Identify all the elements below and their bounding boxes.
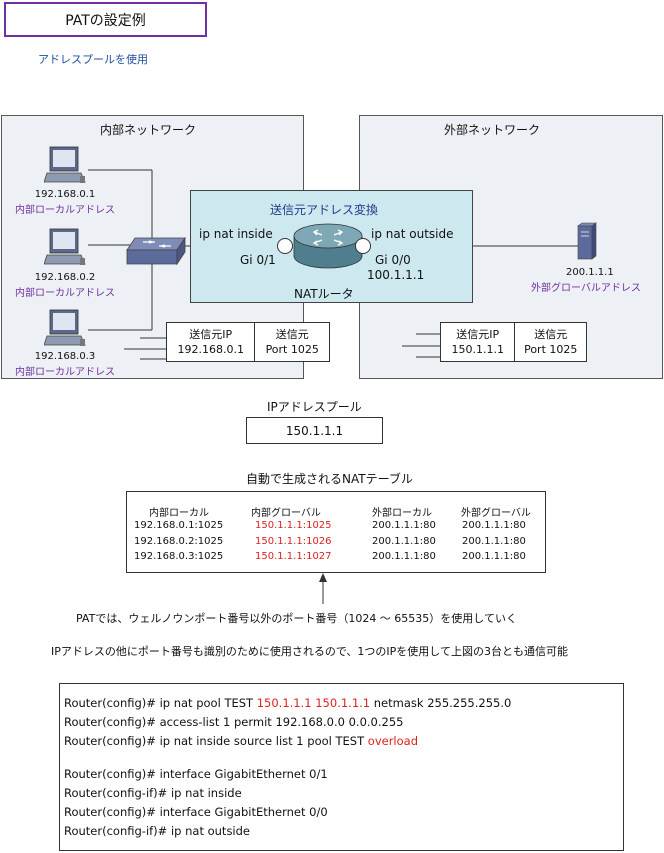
nat-table-cell: 150.1.1.1:1027 — [255, 551, 332, 562]
nat-table: 内部ローカル 内部グローバル 外部ローカル 外部グローバル 192.168.0.… — [126, 491, 546, 573]
pc1-desc: 内部ローカルアドレス — [15, 205, 115, 216]
nat-table-cell: 200.1.1.1:80 — [372, 536, 436, 547]
nat-table-cell: 200.1.1.1:80 — [462, 536, 526, 547]
packet-outside-h1: 送信元IP — [456, 328, 500, 341]
nat-table-cell: 192.168.0.2:1025 — [134, 536, 224, 547]
packet-inside-h2: 送信元 — [275, 328, 309, 341]
router-icon — [293, 223, 363, 269]
packet-outside-port-cell: 送信元 Port 1025 — [515, 323, 586, 361]
nat-table-header: 内部グローバル — [251, 508, 321, 519]
diagram-title: PATの設定例 — [4, 2, 207, 37]
nat-table-cell: 192.168.0.1:1025 — [134, 520, 224, 531]
pc-icon — [44, 146, 86, 183]
nat-table-cell: 192.168.0.3:1025 — [134, 551, 224, 562]
pc3-ip: 192.168.0.3 — [34, 351, 96, 362]
nat-table-cell: 200.1.1.1:80 — [372, 520, 436, 531]
outside-network-label: 外部ネットワーク — [444, 123, 541, 137]
packet-outside: 送信元IP 150.1.1.1 送信元 Port 1025 — [440, 322, 587, 362]
nat-table-cell: 150.1.1.1:1025 — [255, 520, 332, 531]
pc2-ip: 192.168.0.2 — [34, 272, 96, 283]
pc-icon — [44, 309, 86, 346]
interface-outside-icon — [355, 238, 371, 254]
config-line-1: Router(config)# ip nat pool TEST 150.1.1… — [64, 696, 511, 710]
config-line-2: Router(config)# access-list 1 permit 192… — [64, 715, 404, 729]
packet-inside-v2: Port 1025 — [265, 343, 319, 356]
packet-outside-v2: Port 1025 — [524, 343, 578, 356]
pool-value: 150.1.1.1 — [285, 423, 344, 438]
pool-label: IPアドレスプール — [267, 400, 362, 414]
packet-inside-h1: 送信元IP — [189, 328, 233, 341]
nat-table-cell: 200.1.1.1:80 — [372, 551, 436, 562]
nat-inside-if: Gi 0/1 — [240, 253, 276, 267]
nat-outside-cmd: ip nat outside — [371, 227, 454, 241]
nat-table-cell: 200.1.1.1:80 — [462, 551, 526, 562]
nat-table-header: 外部グローバル — [461, 508, 531, 519]
nat-table-label: 自動で生成されるNATテーブル — [246, 472, 413, 486]
nat-table-cell: 200.1.1.1:80 — [462, 520, 526, 531]
title-text: PATの設定例 — [65, 12, 146, 29]
pc2-desc: 内部ローカルアドレス — [15, 288, 115, 299]
config-line-1-a: Router(config)# ip nat pool TEST — [64, 696, 257, 710]
config-line-7: Router(config-if)# ip nat outside — [64, 824, 251, 838]
config-line-3-a: Router(config)# ip nat inside source lis… — [64, 734, 368, 748]
packet-inside: 送信元IP 192.168.0.1 送信元 Port 1025 — [166, 322, 330, 362]
config-line-5: Router(config-if)# ip nat inside — [64, 786, 242, 800]
note-communication: IPアドレスの他にポート番号も識別のために使用されるので、1つのIPを使用して上… — [51, 645, 568, 658]
packet-outside-v1: 150.1.1.1 — [451, 343, 504, 356]
server-icon — [577, 222, 597, 260]
config-box: Router(config)# ip nat pool TEST 150.1.1… — [59, 683, 624, 851]
nat-caption: 送信元アドレス変換 — [270, 203, 379, 217]
pool-box: 150.1.1.1 — [246, 417, 383, 444]
nat-router-label: NATルータ — [294, 287, 354, 301]
packet-inside-v1: 192.168.0.1 — [177, 343, 244, 356]
packet-inside-port-cell: 送信元 Port 1025 — [255, 323, 329, 361]
interface-inside-icon — [277, 238, 293, 254]
nat-outside-if: Gi 0/0 — [375, 253, 411, 267]
packet-outside-ip-cell: 送信元IP 150.1.1.1 — [441, 323, 516, 361]
nat-table-header: 外部ローカル — [372, 508, 432, 519]
nat-table-header: 内部ローカル — [149, 508, 209, 519]
config-line-6: Router(config)# interface GigabitEtherne… — [64, 805, 328, 819]
nat-table-cell: 150.1.1.1:1026 — [255, 536, 332, 547]
subtitle: アドレスプールを使用 — [38, 53, 148, 66]
nat-inside-cmd: ip nat inside — [199, 227, 273, 241]
packet-inside-ip-cell: 送信元IP 192.168.0.1 — [167, 323, 256, 361]
server-ip: 200.1.1.1 — [566, 267, 614, 278]
config-line-1-pool: 150.1.1.1 150.1.1.1 — [256, 696, 371, 710]
pc3-desc: 内部ローカルアドレス — [15, 367, 115, 378]
config-line-3: Router(config)# ip nat inside source lis… — [64, 734, 418, 748]
pc-icon — [44, 228, 86, 265]
server-desc: 外部グローバルアドレス — [531, 283, 641, 294]
pc1-ip: 192.168.0.1 — [34, 189, 96, 200]
config-line-3-overload: overload — [367, 734, 419, 748]
note-pat-ports: PATでは、ウェルノウンポート番号以外のポート番号（1024 ～ 65535）を… — [76, 612, 517, 625]
switch-icon — [126, 236, 186, 266]
config-line-4: Router(config)# interface GigabitEtherne… — [64, 767, 328, 781]
config-line-1-c: netmask 255.255.255.0 — [370, 696, 512, 710]
inside-network-label: 内部ネットワーク — [100, 123, 197, 137]
nat-outside-ip: 100.1.1.1 — [367, 268, 425, 282]
packet-outside-h2: 送信元 — [534, 328, 568, 341]
